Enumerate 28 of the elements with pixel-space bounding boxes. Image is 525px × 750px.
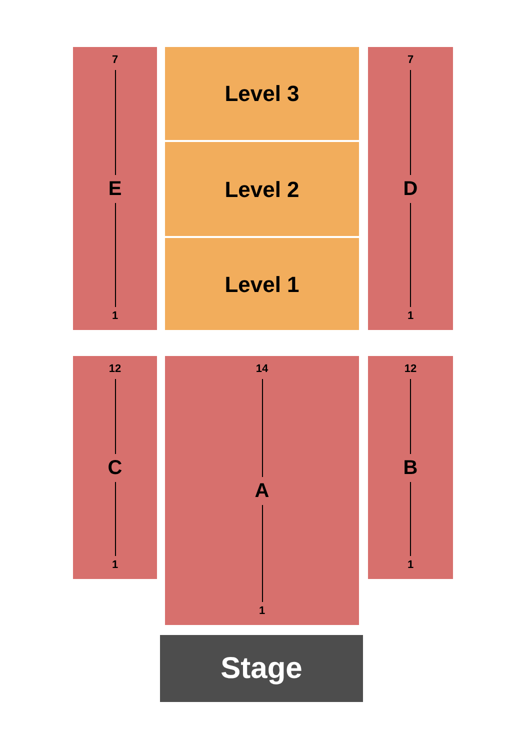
- section-label: D: [403, 178, 418, 198]
- row-number: 12: [404, 364, 417, 375]
- section-label: Level 2: [224, 176, 300, 204]
- row-number: 12: [108, 364, 122, 375]
- section-label: Stage: [220, 651, 302, 687]
- seating-section: [368, 47, 453, 330]
- seating-section: [165, 47, 359, 140]
- seating-section: [165, 356, 359, 625]
- stage: [160, 635, 363, 702]
- section-label: Level 1: [224, 270, 300, 298]
- section-label: Level 3: [224, 80, 300, 108]
- section-label: C: [108, 458, 122, 478]
- section-label: B: [403, 458, 418, 478]
- section-label: A: [254, 480, 270, 500]
- row-number: 7: [407, 55, 414, 66]
- row-number: 7: [112, 55, 118, 66]
- row-number: 14: [256, 364, 268, 375]
- seating-section: [73, 47, 157, 330]
- row-number: 1: [112, 560, 118, 571]
- row-number: 1: [407, 311, 414, 322]
- seating-section: [73, 356, 157, 579]
- section-label: E: [108, 178, 122, 198]
- row-number: 1: [407, 560, 414, 571]
- seating-section: [165, 238, 359, 330]
- row-number: 1: [112, 311, 118, 322]
- row-number: 1: [258, 606, 266, 617]
- seating-section: [165, 142, 359, 236]
- seating-section: [368, 356, 453, 579]
